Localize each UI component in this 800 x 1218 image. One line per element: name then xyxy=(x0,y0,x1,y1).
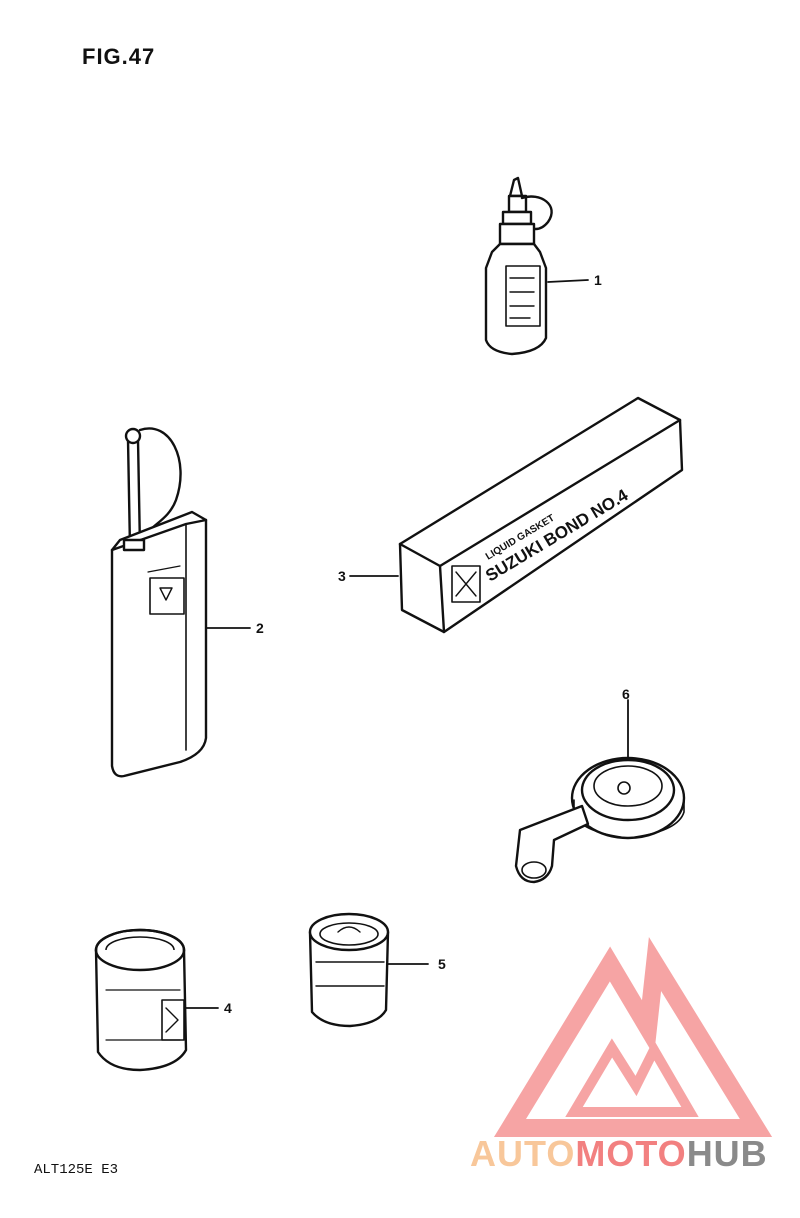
figure-title: FIG.47 xyxy=(82,44,156,69)
callout-2: 2 xyxy=(256,620,264,636)
callout-4: 4 xyxy=(224,1000,232,1016)
watermark-part-moto: MOTO xyxy=(575,1133,687,1174)
watermark-part-auto: AUTO xyxy=(470,1133,576,1174)
watermark-logo-icon xyxy=(493,936,773,1137)
part-4-large-tin xyxy=(94,928,219,1072)
part-5-small-tin xyxy=(308,912,429,1028)
model-code: ALT125E E3 xyxy=(34,1162,119,1178)
part-6-pressure-gauge xyxy=(514,699,686,884)
callout-3: 3 xyxy=(338,568,346,584)
callout-6: 6 xyxy=(622,686,630,702)
part-1-oil-bottle xyxy=(484,176,589,356)
watermark-part-hub: HUB xyxy=(686,1133,768,1174)
callout-1: 1 xyxy=(594,272,602,288)
part-2-tall-can xyxy=(110,427,251,778)
part-3-bond-box xyxy=(349,396,684,634)
callout-5: 5 xyxy=(438,956,446,972)
watermark-text: AUTOMOTOHUB xyxy=(470,1133,768,1175)
